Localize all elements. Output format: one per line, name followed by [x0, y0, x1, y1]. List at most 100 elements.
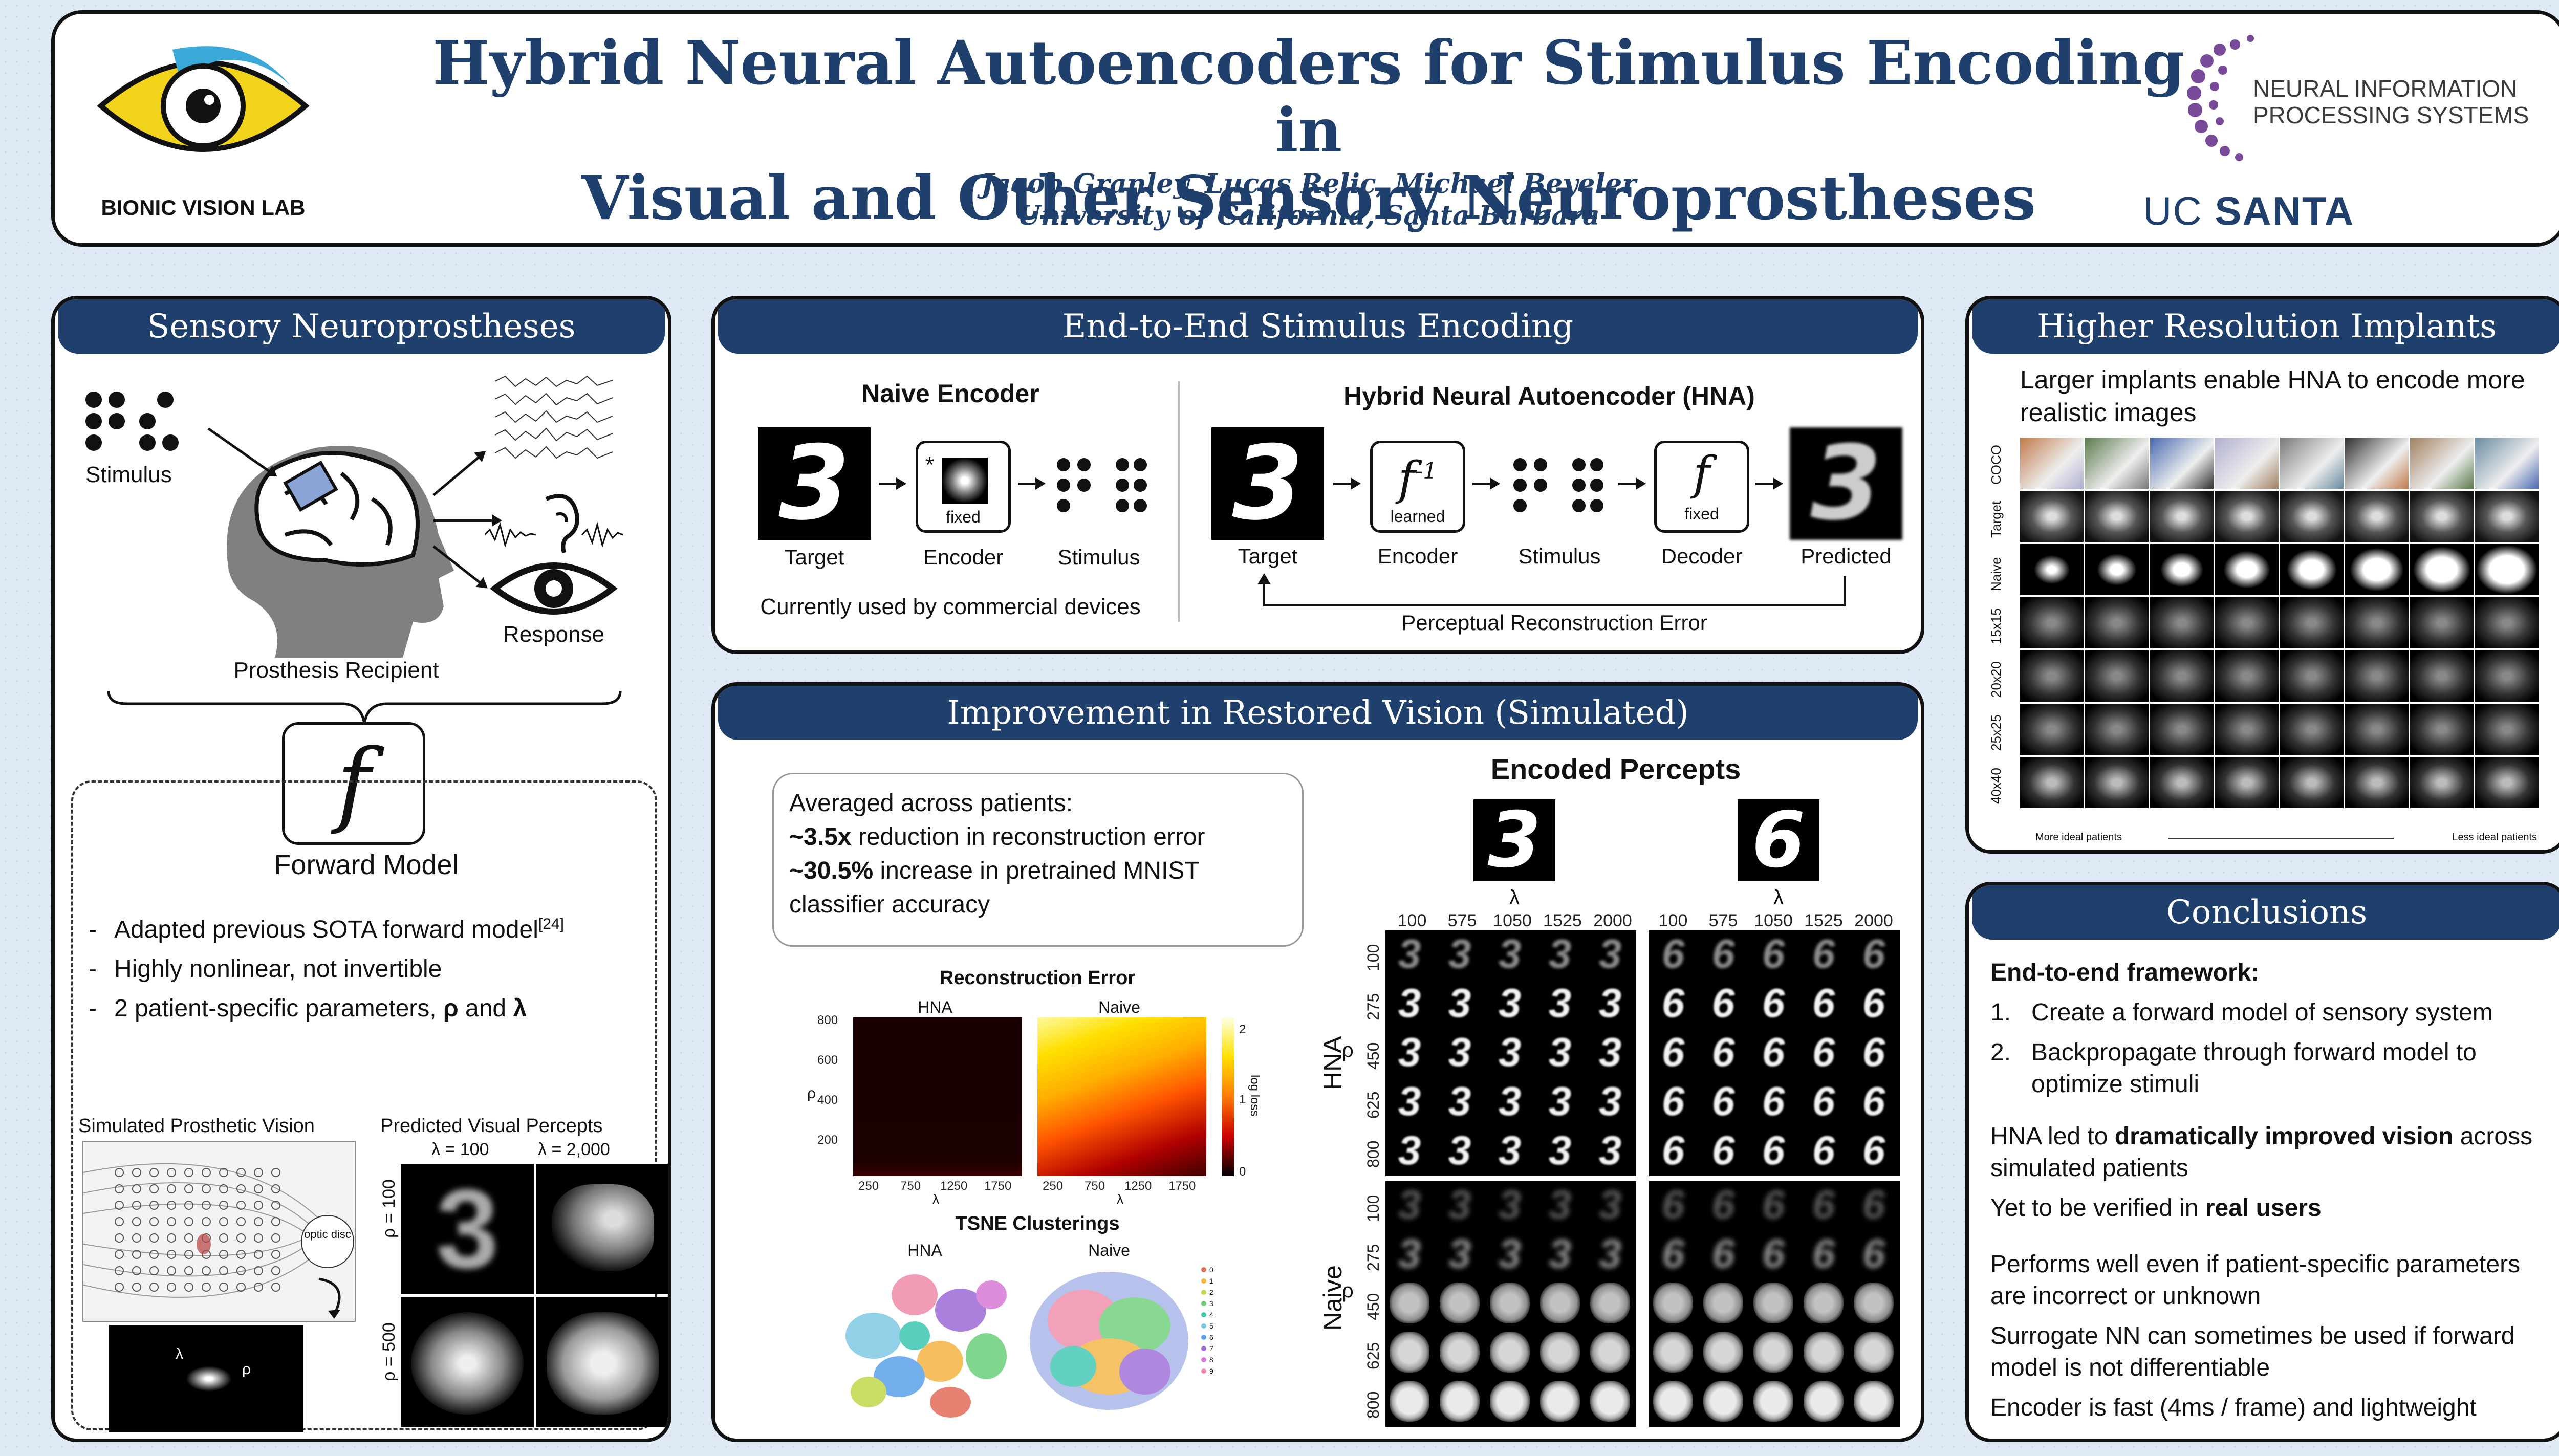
higher-cell [2345, 597, 2409, 648]
bullet-lambda: λ [513, 995, 527, 1022]
e2e-title: End-to-End Stimulus Encoding [718, 299, 1918, 354]
electrode [167, 1283, 176, 1292]
ucsb-uc: UC [2143, 188, 2215, 233]
ytick-800: 800 [817, 1013, 838, 1027]
tsne-legend-item: 3 [1201, 1298, 1227, 1309]
percept-blob [1390, 1332, 1429, 1373]
conclusions-num-1: 1. [1990, 999, 2011, 1026]
cb-tick-0: 0 [1239, 1165, 1246, 1179]
percept-cell [1649, 1329, 1697, 1376]
recon-yticks: 800 600 400 200 [817, 1013, 848, 1177]
electrode [184, 1233, 193, 1243]
recon-xticks-hna: 250 750 1250 1750 [853, 1179, 1022, 1194]
legend-dot [1201, 1368, 1206, 1374]
recon-naive-label: Naive [1098, 998, 1140, 1016]
hna-stimulus-dots [1513, 458, 1606, 514]
electrode [202, 1266, 211, 1275]
percept-cell: 3 [1385, 1029, 1434, 1076]
conclusions-p5: Encoder is fast (4ms / frame) and lightw… [1990, 1394, 2477, 1421]
percept-digit: 3 [1548, 1182, 1572, 1227]
higher-cell [2020, 704, 2084, 755]
higher-cell [2410, 597, 2474, 648]
hna-decoder-fixed: fixed [1684, 505, 1719, 523]
rho-500-label: ρ = 500 [379, 1322, 399, 1381]
percept-blob [1490, 1283, 1530, 1323]
legend-label: 2 [1209, 1288, 1213, 1296]
electrode [202, 1217, 211, 1226]
percept-cell: 3 [1385, 1127, 1434, 1174]
arrow-naive-1 [879, 477, 906, 490]
electrode [219, 1250, 228, 1259]
legend-dot [1201, 1323, 1206, 1329]
percept-digit: 6 [1762, 1127, 1785, 1173]
percept-blob [1703, 1283, 1743, 1323]
percept-cell: 6 [1850, 1078, 1898, 1125]
p2-a: Yet to be verified in [1990, 1194, 2205, 1222]
electrode [219, 1168, 228, 1177]
rho-row-label: 275 [1364, 993, 1382, 1020]
small-lambda-label: λ [176, 1345, 183, 1362]
electrode [254, 1201, 263, 1210]
percept-cell [1586, 1279, 1634, 1327]
percept-digit: 6 [1812, 1078, 1835, 1124]
rho-lambda-phosphene: λ ρ [109, 1325, 303, 1432]
percept-blob [1854, 1332, 1894, 1373]
higher-row-label: COCO [1988, 445, 2004, 485]
higher-cell [2085, 650, 2149, 702]
percept-blob [1590, 1283, 1630, 1323]
higher-cell [2280, 757, 2344, 808]
hna-encoder-box: f-1 learned [1370, 441, 1465, 533]
electrode [236, 1184, 246, 1193]
electrode [115, 1283, 124, 1292]
percept-digit: 6 [1711, 1231, 1735, 1276]
naive-stimulus-label: Stimulus [1057, 545, 1140, 569]
higher-cell [2475, 597, 2539, 648]
percept-digit: 6 [1862, 1127, 1885, 1173]
percept-cell [1799, 1279, 1848, 1327]
higher-title: Higher Resolution Implants [1972, 299, 2559, 354]
percept-digit: 6 [1711, 980, 1735, 1026]
conclusions-p2: Yet to be verified in real users [1990, 1192, 2553, 1224]
electrode [202, 1283, 211, 1292]
optic-disc: optic disc [301, 1215, 354, 1268]
percept-cell: 6 [1799, 1181, 1848, 1228]
percept-cell [1586, 1378, 1634, 1425]
percept-cell: 6 [1749, 1078, 1797, 1125]
electrode [132, 1250, 141, 1259]
tsne-hna-svg [845, 1274, 1007, 1418]
percept-blob [1804, 1332, 1844, 1373]
electrode [219, 1283, 228, 1292]
percept-cell: 3 [1586, 1078, 1634, 1125]
percept-digit: 3 [436, 1166, 499, 1292]
coco-image [2345, 438, 2409, 489]
higher-row-label: 40x40 [1988, 768, 2004, 804]
percept-cell: 3 [1536, 980, 1584, 1027]
stats-line2-rest: increase in pretrained MNIST classifier … [789, 857, 1199, 918]
higher-cell [2475, 544, 2539, 595]
arrow-hna-4 [1755, 477, 1783, 490]
legend-label: 8 [1209, 1356, 1213, 1364]
panel-sensory-neuroprostheses: Sensory Neuroprostheses Stimulus Prosthe… [51, 296, 671, 1442]
stats-line1: ~3.5x reduction in reconstruction error [789, 820, 1287, 854]
bullet-params-text: 2 patient-specific parameters, [114, 995, 443, 1022]
electrode [115, 1266, 124, 1275]
higher-row-label: 25x25 [1988, 714, 2004, 751]
encoded-target-3: 3 [1473, 799, 1555, 881]
percept-blob [1753, 1283, 1793, 1323]
percept-blob [1854, 1381, 1894, 1422]
electrode [149, 1201, 159, 1210]
heatmap-hna [853, 1017, 1022, 1176]
percept-cell [1536, 1329, 1584, 1376]
electrode [132, 1217, 141, 1226]
percept-digit: 3 [1598, 980, 1622, 1026]
rho-row-label: 100 [1364, 944, 1382, 971]
higher-cell [2215, 491, 2279, 542]
electrode [149, 1168, 159, 1177]
electrode [202, 1201, 211, 1210]
percept-cell: 3 [1536, 1230, 1584, 1277]
feedback-loop [1263, 576, 1846, 606]
